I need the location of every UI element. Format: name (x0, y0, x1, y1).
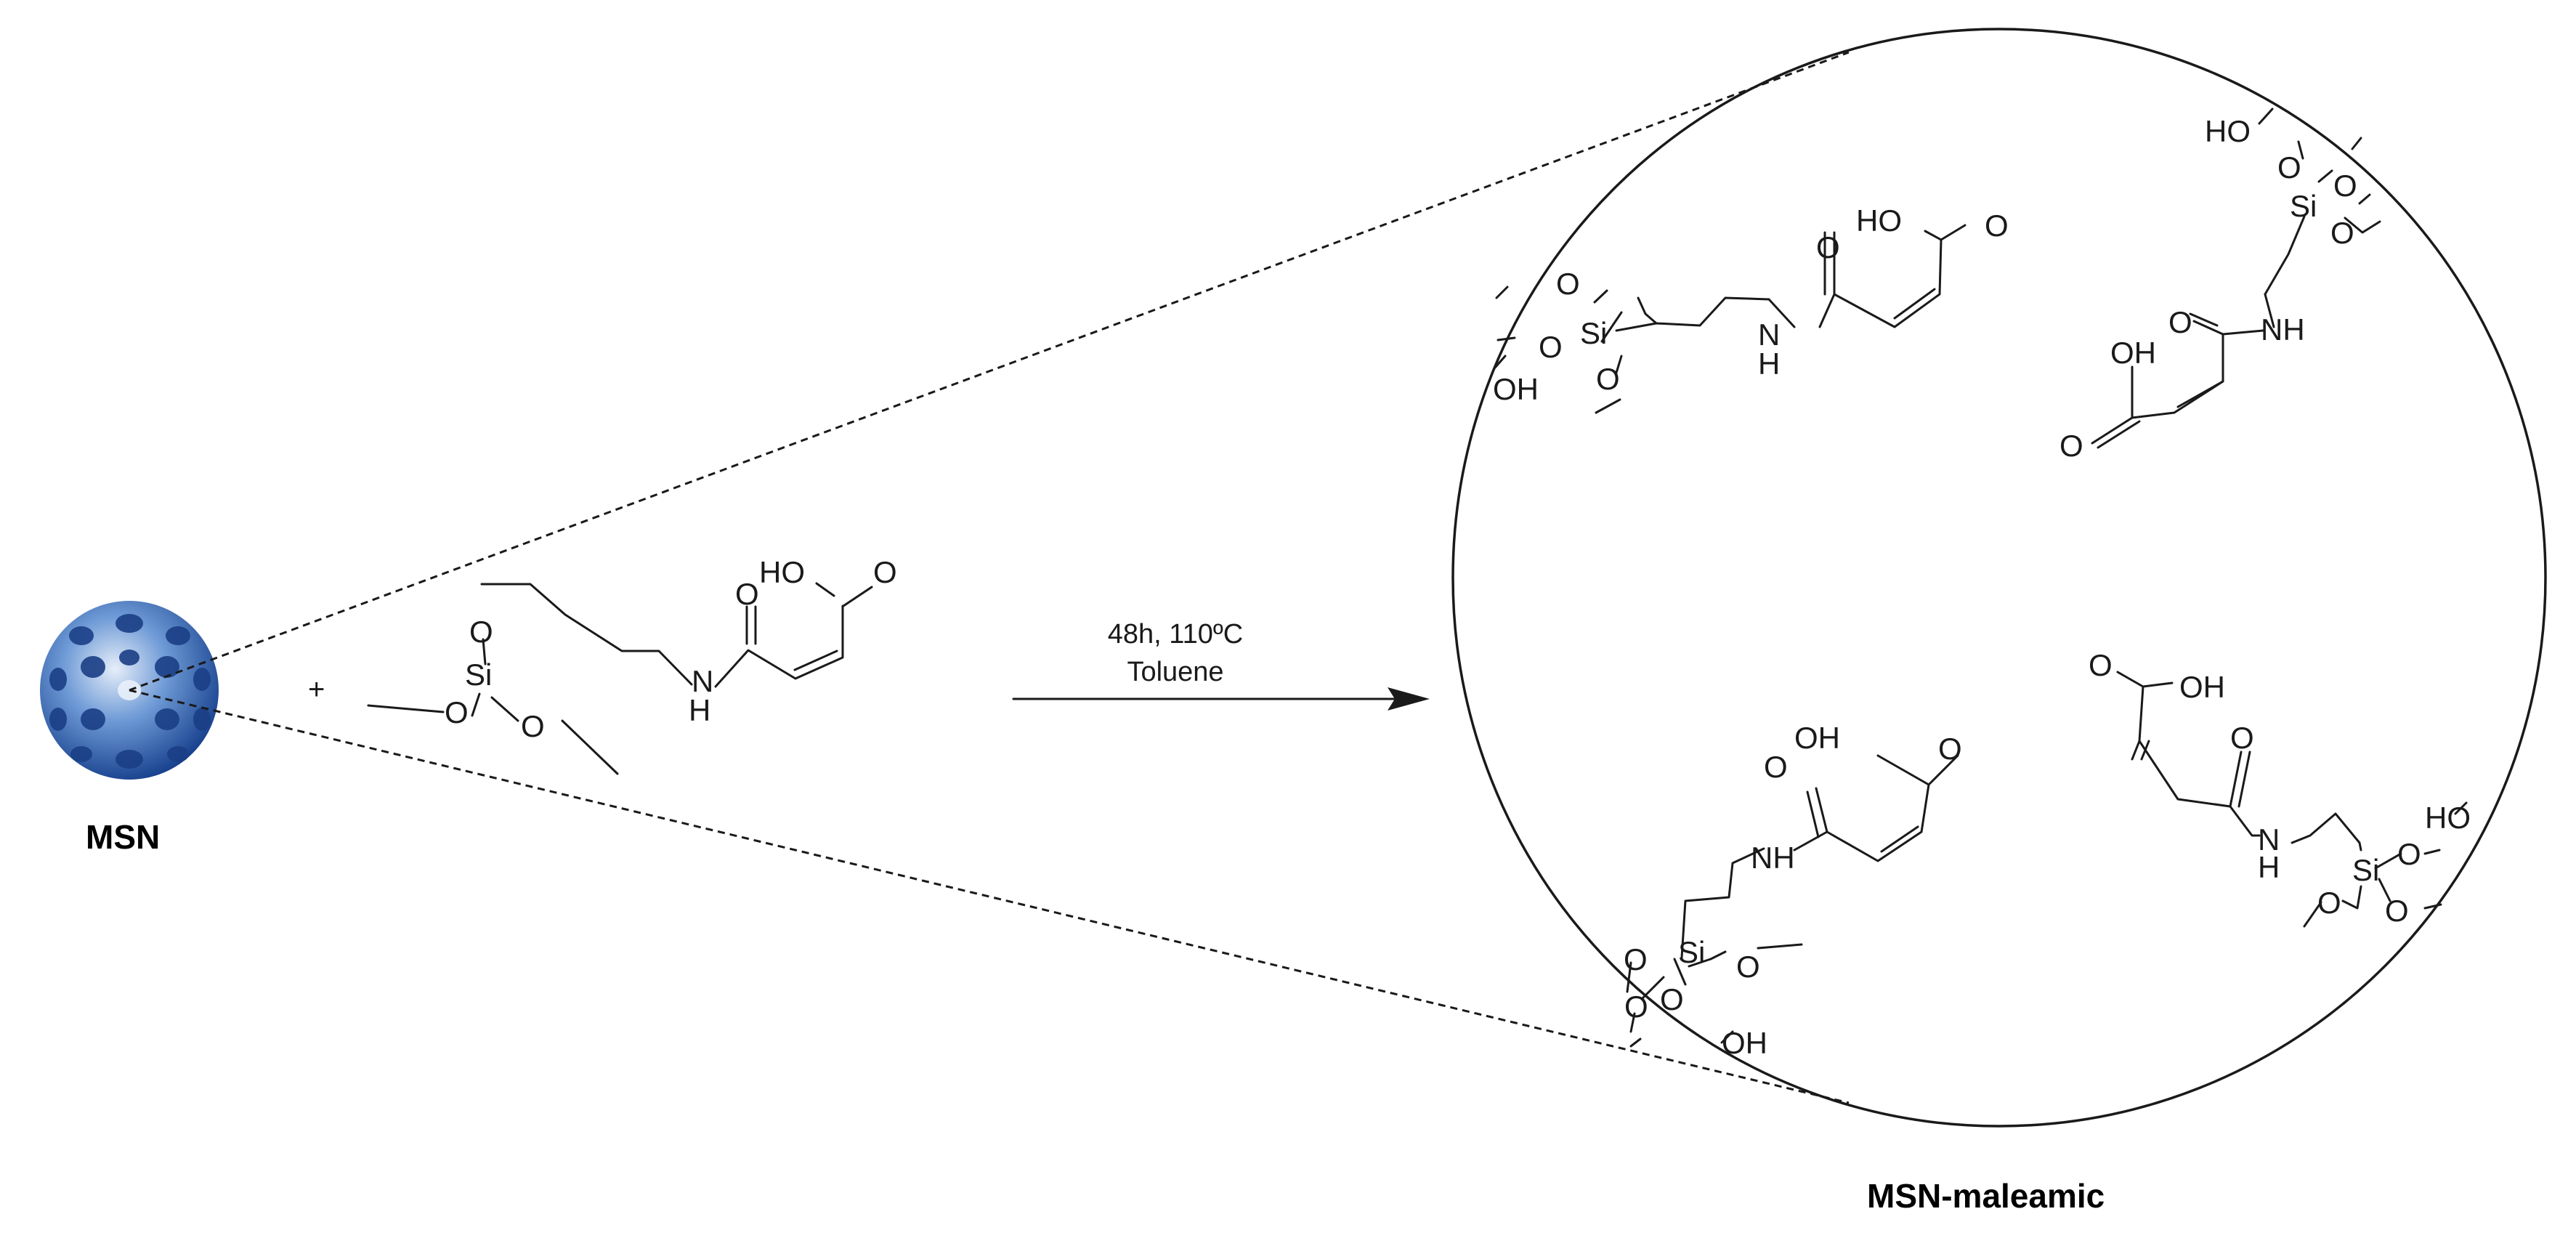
condition-temperature: 48h, 110ºC (1108, 619, 1243, 650)
br-atom-o-carbonyl: O (2089, 648, 2113, 682)
bl-atom-o1: O (1624, 942, 1648, 976)
grafted-group-top-left: O O Si O OH N H O HO O (1493, 203, 2009, 414)
br-atom-o2: O (2317, 886, 2341, 920)
reagent-atom-n: N (692, 664, 713, 698)
reagent-atom-o-carbonyl: O (873, 555, 897, 589)
tr-atom-oh: OH (2110, 336, 2156, 370)
br-atom-o3: O (2385, 894, 2409, 928)
bl-atom-oh: OH (1722, 1026, 1767, 1060)
grafted-group-bottom-right: O OH O N H HO Si O O O (2089, 648, 2471, 928)
pore-dots (49, 614, 211, 769)
tr-atom-nh: NH (2261, 312, 2305, 347)
tl-atom-ho: HO (1856, 203, 1902, 238)
tl-atom-si: Si (1580, 316, 1607, 350)
tl-atom-o2: O (1539, 330, 1563, 364)
reagent-atom-o-amide: O (735, 577, 759, 611)
reaction-arrow (1012, 687, 1430, 711)
msn-label: MSN (86, 818, 160, 856)
grafted-group-top-right: HO O Si O O NH O OH O (2059, 108, 2381, 463)
reagent-atom-o3: O (521, 709, 545, 743)
tl-atom-oh: OH (1493, 372, 1539, 406)
tl-atom-n: N (1758, 317, 1780, 352)
zoom-circle (1451, 28, 2547, 1128)
tl-atom-o1: O (1556, 267, 1580, 301)
br-atom-h: H (2258, 850, 2280, 884)
product-label: MSN-maleamic (1867, 1177, 2105, 1215)
bl-atom-o-amide: O (1764, 750, 1788, 784)
br-atom-n: N (2258, 822, 2280, 857)
tr-atom-o3: O (2330, 216, 2354, 250)
tr-atom-o1: O (2277, 150, 2301, 185)
bl-atom-o4: O (1660, 982, 1684, 1016)
bl-atom-oh-acid: OH (1794, 721, 1840, 755)
br-atom-si: Si (2352, 853, 2379, 887)
tl-atom-h: H (1758, 347, 1780, 381)
grafted-group-bottom-left: O O NH Si O O O OH OH O (1624, 721, 1962, 1060)
reagent-atom-o2: O (445, 695, 469, 729)
zoom-line-top (129, 51, 1850, 692)
bl-atom-nh: NH (1751, 841, 1795, 875)
bl-atom-o3: O (1624, 990, 1648, 1024)
tl-atom-o-carbonyl: O (1985, 209, 2009, 243)
reagent-atom-ho: HO (759, 555, 805, 589)
br-atom-o1: O (2397, 837, 2421, 871)
tl-atom-o3: O (1596, 362, 1620, 396)
tr-atom-o-carbonyl: O (2059, 429, 2083, 463)
tr-atom-o2: O (2333, 169, 2357, 203)
br-atom-ho: HO (2425, 801, 2471, 835)
silane-reagent: Si O O O N H O HO O (367, 555, 897, 775)
condition-solvent: Toluene (1127, 657, 1223, 687)
zoom-line-bottom (129, 689, 1850, 1104)
br-atom-o-amide: O (2230, 721, 2254, 755)
bl-atom-o2: O (1736, 950, 1760, 984)
br-atom-oh: OH (2179, 670, 2225, 704)
tl-atom-o-amide: O (1816, 230, 1840, 264)
reagent-atom-o1: O (469, 615, 493, 649)
bl-atom-si: Si (1678, 935, 1705, 969)
tr-atom-ho: HO (2205, 114, 2251, 148)
tr-atom-si: Si (2290, 189, 2317, 223)
reagent-atom-si: Si (465, 658, 492, 692)
reagent-atom-h: H (689, 693, 710, 727)
plus-sign: + (308, 673, 325, 705)
tr-atom-o-amide: O (2168, 305, 2192, 339)
bl-atom-o-carbonyl: O (1938, 732, 1962, 766)
